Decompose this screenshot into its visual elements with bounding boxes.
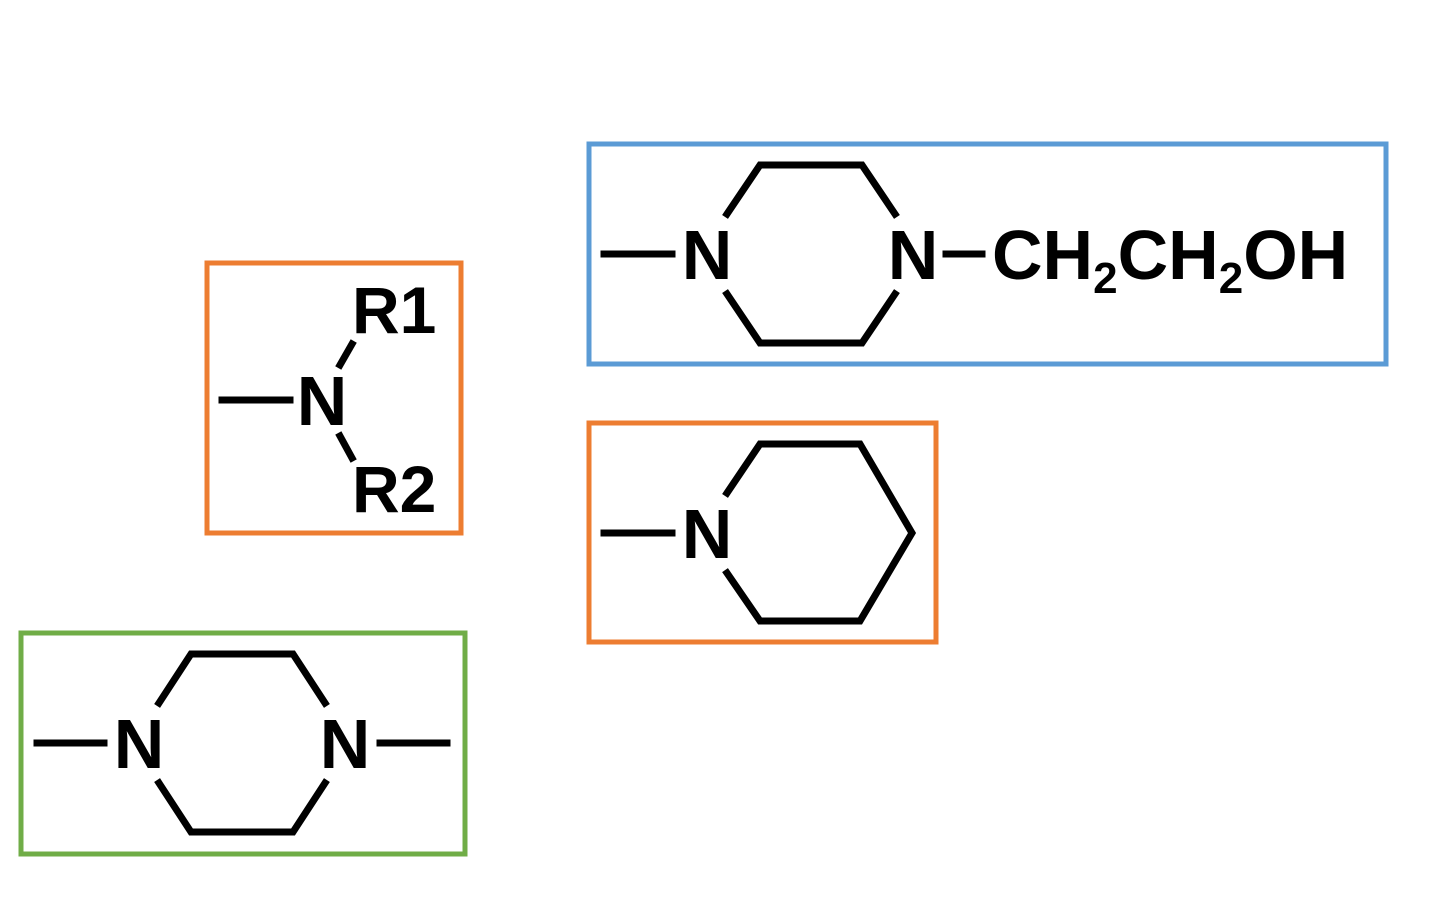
ring-top-bonds <box>154 650 330 708</box>
bond-to-r2 <box>335 431 357 463</box>
piperazine-group: N N <box>18 630 468 857</box>
ch-label-2: CH <box>1118 216 1219 294</box>
r2-label: R2 <box>352 452 436 526</box>
nitrogen-label-1: N <box>114 705 165 783</box>
bond-to-r1 <box>335 339 357 370</box>
oh-label: OH <box>1243 216 1348 294</box>
dialkylamine-group: N R1 R2 <box>204 260 464 536</box>
hydroxyethyl-chain-label: CH2CH2OH <box>992 216 1348 303</box>
nitrogen-label-2: N <box>888 216 939 294</box>
nitrogen-label: N <box>297 362 348 440</box>
ch-label-1: CH <box>992 216 1093 294</box>
hydroxyethyl-piperazine-frame <box>586 141 1389 367</box>
ring-bottom-bonds <box>154 778 330 836</box>
nitrogen-label-1: N <box>682 216 733 294</box>
piperazine-frame <box>18 630 468 857</box>
subscript-2-label-2: 2 <box>1219 254 1243 303</box>
dialkylamine-frame <box>204 260 464 536</box>
ring-bonds <box>722 440 917 625</box>
piperidine-frame <box>586 420 939 645</box>
piperidine-group: N <box>586 420 939 645</box>
nitrogen-label-2: N <box>320 705 371 783</box>
ring-top-bonds <box>722 161 900 219</box>
ring-bottom-bonds <box>722 289 900 347</box>
hydroxyethyl-piperazine-group: N N CH2CH2OH <box>586 141 1389 367</box>
nitrogen-label: N <box>682 495 733 573</box>
r1-label: R1 <box>352 273 436 347</box>
subscript-2-label-1: 2 <box>1093 254 1117 303</box>
